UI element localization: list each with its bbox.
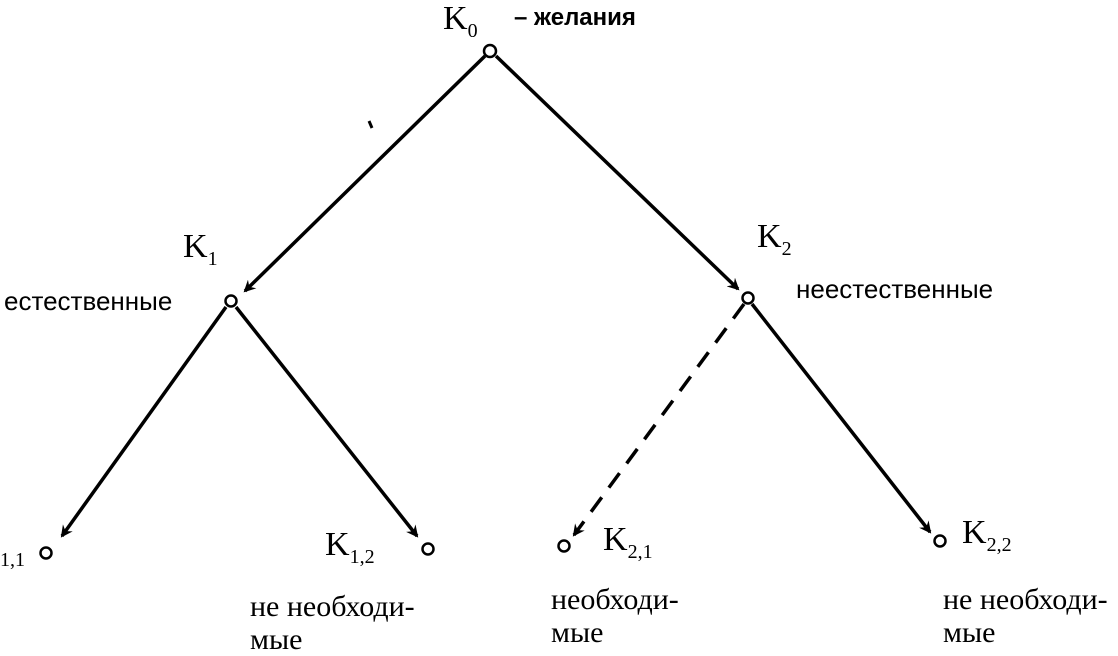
k22-label: K2,2 xyxy=(962,514,1012,556)
k21-subscript: 2,1 xyxy=(627,541,653,563)
k12-description: не необходи- мые xyxy=(250,590,415,656)
node-k22 xyxy=(933,534,947,548)
node-k1 xyxy=(224,294,238,308)
k1-letter: K xyxy=(183,228,208,265)
k21-label: K2,1 xyxy=(603,521,653,563)
k1-subscript: 1 xyxy=(207,248,218,270)
k21-description-line2: мые xyxy=(551,616,604,649)
k12-letter: K xyxy=(325,526,350,563)
k11-label: 1,1 xyxy=(0,550,25,570)
node-k2 xyxy=(741,291,755,305)
edge-k1-k12 xyxy=(234,305,419,538)
k11-subscript: 1,1 xyxy=(0,549,25,571)
node-k11 xyxy=(39,546,53,560)
k1-label: K1 xyxy=(183,228,218,270)
edge-k2-k21-dashed xyxy=(572,302,746,537)
k12-subscript: 1,2 xyxy=(349,546,375,568)
edge-k0-k1 xyxy=(243,54,487,293)
edge-k0-k2 xyxy=(494,54,740,291)
edge-k1-k11 xyxy=(60,305,228,538)
k22-description-line1: не необходи- xyxy=(943,583,1108,616)
k2-label: K2 xyxy=(757,218,792,260)
k22-description: не необходи- мые xyxy=(943,583,1108,649)
k12-description-line1: не необходи- xyxy=(250,590,415,623)
k2-description: неестественные xyxy=(796,274,994,304)
node-k0 xyxy=(482,43,498,59)
k0-subscript: 0 xyxy=(467,20,478,42)
k22-description-line2: мые xyxy=(943,616,996,649)
edge-k2-k22 xyxy=(750,302,932,534)
k21-description: необходи- мые xyxy=(551,583,679,649)
k22-subscript: 2,2 xyxy=(986,534,1012,556)
k0-letter: K xyxy=(443,0,468,37)
k21-description-line1: необходи- xyxy=(551,583,679,616)
k12-label: K1,2 xyxy=(325,526,375,568)
scan-speck xyxy=(367,120,374,129)
k21-letter: K xyxy=(603,521,628,558)
k0-description: – желания xyxy=(514,4,636,31)
k0-label: K0 xyxy=(443,0,478,42)
k2-letter: K xyxy=(757,218,782,255)
node-k21 xyxy=(557,539,571,553)
k22-letter: K xyxy=(962,514,987,551)
node-k12 xyxy=(421,542,435,556)
k12-description-line2: мые xyxy=(250,623,303,656)
k2-subscript: 2 xyxy=(781,238,792,260)
k1-description: естественные xyxy=(4,286,173,316)
